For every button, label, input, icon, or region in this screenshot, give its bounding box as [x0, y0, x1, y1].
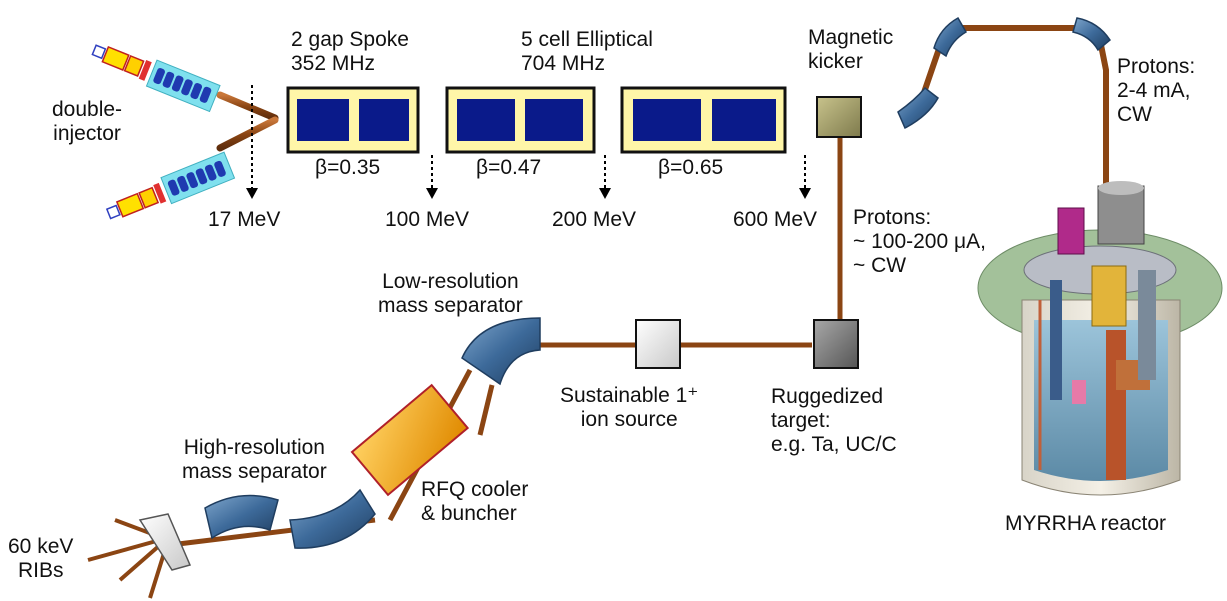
ion-source-label-line2: ion source: [580, 408, 678, 431]
low-res-label: Low-resolution mass separator: [378, 270, 523, 318]
energy-100mev: 100 MeV: [385, 208, 470, 231]
high-res-label: High-resolution mass separator: [182, 436, 327, 484]
target-label-line3: e.g. Ta, UC/C: [771, 433, 897, 456]
ion-source-label-line1: Sustainable 1⁺: [560, 384, 699, 407]
injector-label-line1: double-: [52, 98, 123, 121]
ruggedized-target: [813, 319, 859, 369]
protons-target-line3: ~ CW: [853, 254, 907, 277]
marker-200mev-head: [599, 188, 611, 199]
high-res-label-line2: mass separator: [182, 460, 327, 483]
spoke-title-line1: 2 gap Spoke: [291, 28, 409, 51]
cavity-section-spoke: [286, 86, 420, 154]
energy-17mev: 17 MeV: [208, 208, 281, 231]
injector-upper: [91, 44, 221, 113]
rib-output-3: [148, 549, 167, 599]
energy-markers: [246, 85, 811, 199]
kicker-label-line1: Magnetic: [808, 26, 894, 49]
cavity-section-elliptical: [445, 86, 596, 154]
marker-17mev-head: [246, 188, 258, 199]
elliptical-beta: β=0.47: [476, 156, 542, 179]
protons-reactor-line3: CW: [1117, 103, 1152, 126]
magnetic-kicker: [816, 96, 862, 138]
high-res-label-line1: High-resolution: [183, 436, 325, 459]
rfq-label: RFQ cooler & buncher: [421, 478, 528, 526]
bending-magnets-reactor: [897, 16, 1111, 130]
rfq-label-line1: RFQ cooler: [421, 478, 529, 501]
injector-label: double- injector: [52, 98, 122, 146]
kicker-label: Magnetic kicker: [808, 26, 893, 74]
beamline-low-res-branch: [477, 384, 495, 436]
myrrha-reactor: [977, 181, 1223, 496]
beamline-injector-lower: [216, 116, 279, 152]
protons-reactor-line1: Protons:: [1117, 55, 1196, 78]
cavity-section-high-beta: [620, 86, 787, 154]
protons-reactor-line2: 2-4 mA,: [1117, 79, 1191, 102]
rfq-cooler-buncher: [350, 383, 470, 497]
spoke-beta: β=0.35: [315, 156, 381, 179]
elliptical-title-line1: 5 cell Elliptical: [521, 28, 653, 51]
high-res-separator-right: [289, 488, 376, 549]
high-res-separator-left: [204, 494, 279, 540]
reactor-label: MYRRHA reactor: [1005, 512, 1167, 535]
energy-600mev: 600 MeV: [733, 208, 818, 231]
target-label-line2: target:: [771, 409, 831, 432]
spoke-title-line2: 352 MHz: [291, 52, 376, 75]
elliptical-title-line2: 704 MHz: [521, 52, 606, 75]
low-res-separator: [461, 317, 541, 386]
marker-100mev-head: [426, 188, 438, 199]
ion-source-label: Sustainable 1⁺ ion source: [560, 384, 698, 432]
bend-magnet-2: [933, 16, 968, 58]
rfq-label-line2: & buncher: [421, 502, 517, 525]
protons-reactor-label: Protons: 2-4 mA, CW: [1117, 55, 1195, 127]
low-res-label-line2: mass separator: [378, 294, 523, 317]
rib-output-2: [118, 543, 162, 582]
rib-output-1: [87, 538, 161, 562]
target-label-line1: Ruggedized: [771, 385, 884, 408]
protons-target-line2: ~ 100-200 μA,: [853, 230, 986, 253]
protons-target-line1: Protons:: [853, 206, 932, 229]
ion-source: [635, 319, 681, 369]
output-label-line1: 60 keV: [8, 535, 74, 558]
output-label-line2: RIBs: [17, 559, 64, 582]
injector-label-line2: injector: [53, 122, 121, 145]
target-label: Ruggedized target: e.g. Ta, UC/C: [771, 385, 897, 457]
rib-switchyard: [138, 513, 192, 571]
output-label: 60 keV RIBs: [8, 535, 73, 583]
protons-target-label: Protons: ~ 100-200 μA, ~ CW: [853, 206, 986, 278]
beamline-injector-upper: [216, 91, 279, 122]
elliptical-title: 5 cell Elliptical 704 MHz: [521, 28, 653, 76]
low-res-label-line1: Low-resolution: [382, 270, 519, 293]
bend-magnet-1: [897, 86, 939, 130]
marker-600mev-head: [799, 188, 811, 199]
kicker-label-line2: kicker: [808, 50, 863, 73]
injector-lower: [105, 151, 236, 220]
bend-magnet-3: [1072, 17, 1111, 52]
energy-200mev: 200 MeV: [552, 208, 637, 231]
spoke-title: 2 gap Spoke 352 MHz: [291, 28, 409, 76]
high-beta-beta: β=0.65: [658, 156, 724, 179]
